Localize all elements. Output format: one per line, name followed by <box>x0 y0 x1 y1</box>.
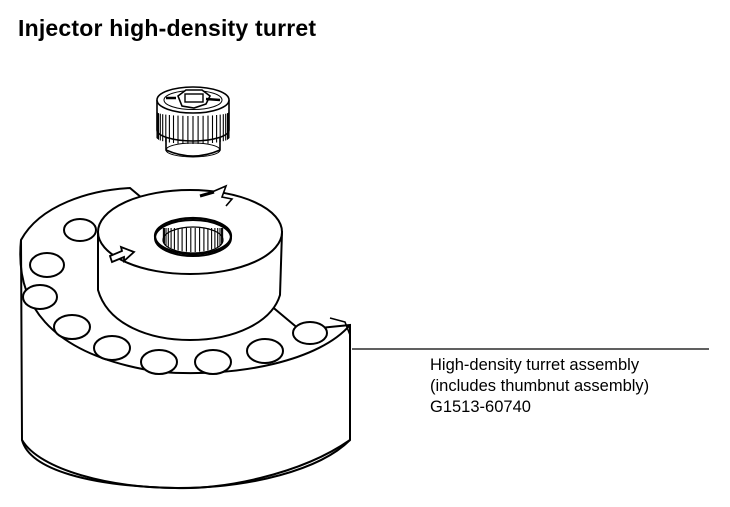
arrow-right-icon <box>108 245 136 264</box>
callout-label: High-density turret assembly (includes t… <box>430 355 649 418</box>
turret-hub <box>97 184 284 342</box>
callout-line-2: (includes thumbnut assembly) <box>430 377 650 395</box>
callout-line-1: High-density turret assembly <box>430 356 640 374</box>
page-title: Injector high-density turret <box>18 15 317 41</box>
callout-part-number: G1513-60740 <box>430 398 531 416</box>
vial-holes <box>22 218 328 375</box>
thumbnut-icon <box>156 86 230 158</box>
